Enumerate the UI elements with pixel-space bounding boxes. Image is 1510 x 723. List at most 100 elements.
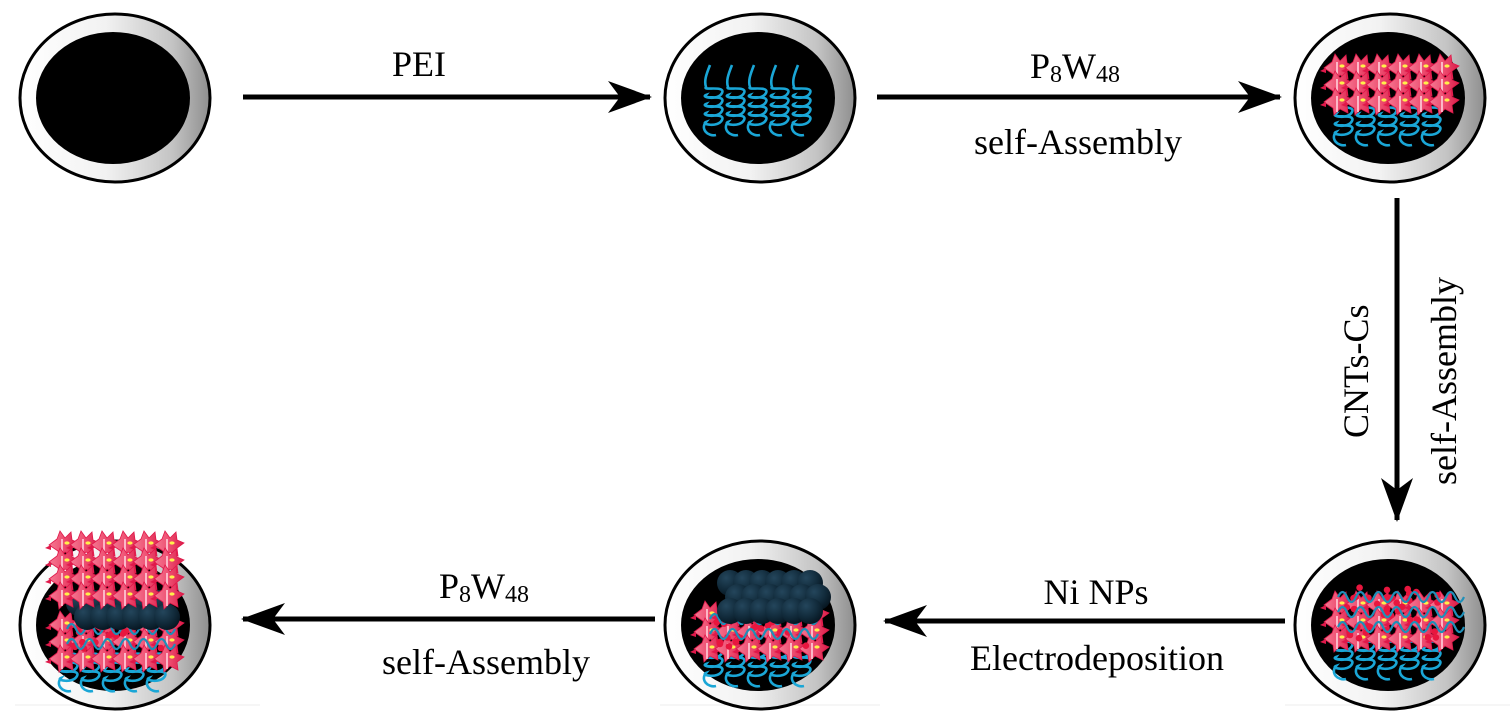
pom-highlight <box>1423 98 1429 102</box>
pom-polyhedron <box>1428 624 1460 653</box>
pom-highlight <box>148 638 154 642</box>
pei-helix <box>1376 639 1398 681</box>
pom-highlight <box>106 592 112 596</box>
pom-highlight <box>1381 635 1387 639</box>
pom-highlight <box>793 628 799 632</box>
pom-highlight <box>1444 635 1450 639</box>
pom-spike <box>690 632 696 637</box>
pom-spike <box>1341 68 1347 73</box>
pei-helix <box>702 646 724 688</box>
pom-spike <box>108 579 114 584</box>
pom-spike <box>1362 605 1368 610</box>
p8w48-cluster-column <box>45 610 80 673</box>
pom-highlight <box>1360 618 1366 622</box>
pom-spike <box>45 562 51 567</box>
pom-spike <box>129 596 135 601</box>
step-2-method-label: self-Assembly <box>974 122 1182 162</box>
pom-highlight <box>1360 601 1366 605</box>
pom-highlight <box>1402 635 1408 639</box>
pom-highlight <box>169 541 175 545</box>
pom-highlight <box>1444 81 1450 85</box>
pom-polyhedron <box>153 581 185 610</box>
pom-spike <box>1341 102 1347 107</box>
reagent-sub-8: 8 <box>1050 62 1063 88</box>
pom-highlight <box>106 655 112 659</box>
pom-highlight <box>148 592 154 596</box>
pom-highlight <box>64 575 70 579</box>
pom-spike <box>1404 622 1410 627</box>
cnt-chitosan-strand <box>1336 590 1466 604</box>
p8w48-cluster-column <box>1320 53 1355 116</box>
pom-spike <box>66 659 72 664</box>
pei-helix <box>1398 105 1420 147</box>
pom-highlight <box>85 655 91 659</box>
p8w48-cluster-column <box>1383 53 1418 116</box>
pom-polyhedron <box>1428 87 1460 116</box>
pom-spike <box>1320 68 1326 73</box>
pom-spike <box>66 562 72 567</box>
pom-spike <box>150 642 156 647</box>
cnt-bead <box>1406 616 1414 624</box>
pom-highlight <box>127 558 133 562</box>
pom-spike <box>87 642 93 647</box>
pom-spike <box>1383 85 1389 90</box>
pom-spike <box>45 642 51 647</box>
pom-spike <box>66 596 72 601</box>
pom-highlight <box>1444 618 1450 622</box>
pom-highlight <box>169 592 175 596</box>
pom-spike <box>1404 639 1410 644</box>
cnt-bead <box>1356 584 1363 591</box>
reagent-sub-48: 48 <box>505 582 530 608</box>
pom-highlight <box>1381 98 1387 102</box>
pom-highlight <box>85 592 91 596</box>
pom-spike <box>1404 605 1410 610</box>
pom-highlight <box>64 558 70 562</box>
pom-spike <box>45 596 51 601</box>
pom-highlight <box>814 645 820 649</box>
pei-helix <box>746 64 768 137</box>
pei-helix <box>768 64 790 137</box>
pom-spike <box>774 649 780 654</box>
cnt-bead <box>1355 634 1363 642</box>
ni-nanoparticle <box>154 604 180 630</box>
cnt-bead <box>1424 634 1432 641</box>
pei-helix <box>1354 639 1376 681</box>
pom-highlight <box>127 541 133 545</box>
pom-highlight <box>1444 64 1450 68</box>
pom-spike <box>87 596 93 601</box>
pom-highlight <box>148 541 154 545</box>
p8w48-cluster-column <box>150 530 185 610</box>
pei-helix <box>1376 105 1398 147</box>
pom-spike <box>66 579 72 584</box>
pom-highlight <box>814 628 820 632</box>
pom-spike <box>66 545 72 550</box>
electrode-bare-electrode <box>18 12 212 184</box>
pom-spike <box>1404 85 1410 90</box>
pom-highlight <box>1339 601 1345 605</box>
pom-highlight <box>772 645 778 649</box>
pei-helix <box>724 64 746 137</box>
pom-highlight <box>169 638 175 642</box>
pom-spike <box>87 579 93 584</box>
pei-helix <box>790 64 812 137</box>
pom-highlight <box>64 655 70 659</box>
pom-spike <box>1383 639 1389 644</box>
pom-spike <box>87 659 93 664</box>
step-3-reagent-label: CNTs-Cs <box>1336 304 1376 438</box>
pom-spike <box>129 579 135 584</box>
pom-highlight <box>148 575 154 579</box>
pom-spike <box>66 642 72 647</box>
pom-spike <box>1383 622 1389 627</box>
pom-highlight <box>1444 601 1450 605</box>
pom-highlight <box>709 645 715 649</box>
pom-highlight <box>751 645 757 649</box>
ni-nanoparticle <box>797 598 823 624</box>
electrode-pei-modified <box>663 12 857 184</box>
pei-helix <box>1332 639 1354 681</box>
pom-highlight <box>106 575 112 579</box>
cnt-bead <box>1383 605 1391 612</box>
pom-highlight <box>1381 618 1387 622</box>
pom-spike <box>150 562 156 567</box>
pei-helix <box>724 646 746 688</box>
reagent-w: W <box>471 566 506 606</box>
